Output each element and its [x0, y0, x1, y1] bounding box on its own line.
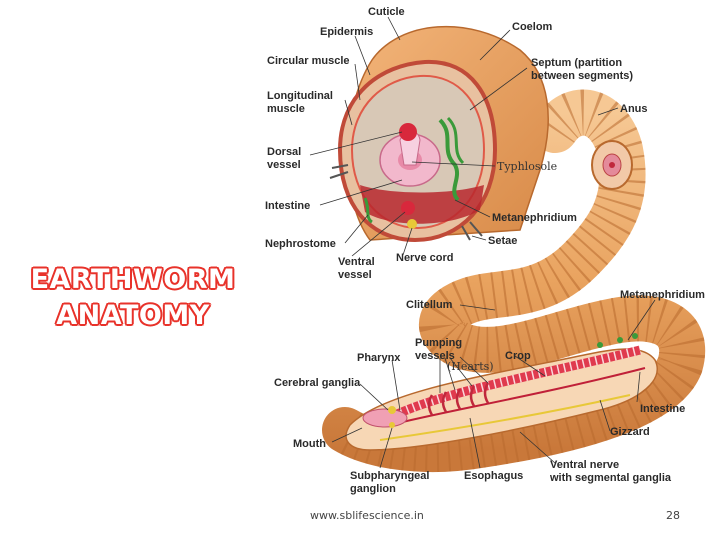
label-esophagus: Esophagus	[464, 470, 523, 482]
label-longitudinal-line-1: Longitudinal	[267, 90, 333, 102]
label-nephrostome: Nephrostome	[265, 238, 336, 250]
page-number: 28	[666, 509, 680, 522]
label-metanephridium-body: Metanephridium	[620, 289, 705, 301]
label-nerve-cord: Nerve cord	[396, 252, 453, 264]
label-setae: Setae	[488, 235, 517, 247]
label-subpharyngeal-line-1: Subpharyngeal	[350, 470, 429, 482]
label-pumping-line-2: vessels	[415, 350, 455, 362]
label-subpharyngeal-line-2: ganglion	[350, 483, 396, 495]
label-epidermis: Epidermis	[320, 26, 373, 38]
label-pharynx: Pharynx	[357, 352, 401, 364]
label-mouth: Mouth	[293, 438, 326, 450]
label-coelom: Coelom	[512, 21, 553, 33]
label-hearts: (Hearts)	[447, 360, 494, 373]
leader-lines	[309, 16, 656, 469]
label-cerebral-ganglia: Cerebral ganglia	[274, 377, 361, 389]
dissected-anterior	[345, 333, 658, 451]
label-longitudinal-line-2: muscle	[267, 103, 305, 115]
label-anus: Anus	[620, 103, 648, 115]
label-clitellum: Clitellum	[406, 299, 453, 311]
cross-section	[329, 25, 549, 243]
label-ventral-nerve-line-1: Ventral nerve	[550, 459, 619, 471]
footer-website: www.sblifescience.in	[310, 509, 424, 522]
title-line-2: ANATOMY	[56, 300, 210, 331]
label-septum-line-2: between segments)	[531, 70, 633, 82]
label-dorsal-line-2: vessel	[267, 159, 301, 171]
diagram-labels: Cuticle Epidermis Coelom Circular muscle…	[265, 6, 705, 495]
label-ventral-vessel-line-1: Ventral	[338, 256, 375, 268]
label-septum-line-1: Septum (partition	[531, 57, 622, 69]
label-pumping-line-1: Pumping	[415, 337, 462, 349]
label-intestine-body: Intestine	[640, 403, 685, 415]
label-ventral-vessel-line-2: vessel	[338, 269, 372, 281]
label-circular-muscle: Circular muscle	[267, 55, 350, 67]
label-typhlosole: Typhlosole	[497, 160, 557, 173]
slide-title: EARTHWORM ANATOMY	[18, 262, 248, 334]
label-cuticle: Cuticle	[368, 6, 405, 18]
earthworm-diagram: Cuticle Epidermis Coelom Circular muscle…	[265, 6, 706, 495]
label-dorsal-line-1: Dorsal	[267, 146, 301, 158]
worm-body	[322, 89, 706, 472]
anus-section	[591, 140, 633, 190]
label-gizzard: Gizzard	[610, 426, 650, 438]
label-crop: Crop	[505, 350, 531, 362]
label-ventral-nerve-line-2: with segmental ganglia	[549, 472, 672, 484]
label-intestine-section: Intestine	[265, 200, 310, 212]
label-metanephridium-section: Metanephridium	[492, 212, 577, 224]
title-line-1: EARTHWORM	[30, 264, 236, 295]
